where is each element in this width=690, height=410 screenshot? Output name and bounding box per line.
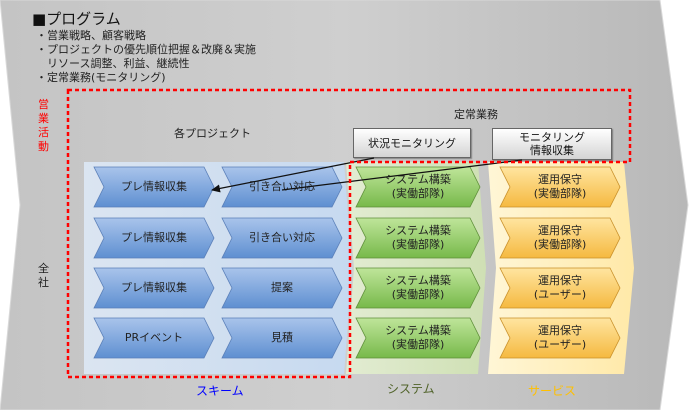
program-bullet-2: ・プロジェクトの優先順位把握＆改廃＆実施 [36, 43, 256, 56]
sales-activity-label: 営業活動 [38, 98, 49, 153]
scheme-col2-label-2: 引き合い対応 [249, 231, 315, 244]
scheme-col2-label-3: 提案 [271, 281, 293, 294]
scheme-col1-label-4: PRイベント [124, 331, 184, 344]
system-label-3: システム構築 (実働部隊) [385, 274, 451, 301]
status-monitoring-box: 状況モニタリング [353, 128, 471, 158]
service-label-3: 運用保守 (ユーザー) [533, 274, 587, 301]
system-label-2: システム構築 (実働部隊) [385, 224, 451, 251]
scheme-col2-chevron-4 [221, 317, 343, 359]
scheme-col2-chevron-3 [221, 267, 343, 309]
scheme-col2-chevron-1 [221, 166, 343, 208]
system-chevron-4 [355, 317, 481, 359]
scheme-col2-label-1: 引き合い対応 [249, 180, 315, 193]
scheme-col2-chevron-2 [221, 217, 343, 259]
projects-label: 各プロジェクト [174, 127, 251, 140]
scheme-col1-chevron-1 [93, 166, 215, 208]
monitoring-info-box: モニタリング 情報収集 [492, 128, 612, 160]
service-column-title: サービス [528, 384, 577, 398]
arrow-status-to-preinfo [211, 157, 375, 193]
scheme-col1-chevron-3 [93, 267, 215, 309]
system-column-title: システム [387, 382, 435, 396]
service-label-4: 運用保守 (ユーザー) [533, 324, 587, 351]
program-bullet-4: ・定常業務(モニタリング) [36, 71, 166, 84]
program-bullet-3: リソース調整、利益、継続性 [36, 57, 190, 70]
scheme-col1-chevron-4 [93, 317, 215, 359]
service-chevron-2 [499, 217, 621, 259]
service-label-1: 運用保守 (実働部隊) [533, 173, 587, 200]
scheme-col2-label-4: 見積 [271, 331, 293, 344]
program-title: ■プログラム [32, 10, 121, 28]
company-wide-label: 全社 [38, 262, 49, 289]
service-label-2: 運用保守 (実働部隊) [533, 224, 587, 251]
scheme-col1-chevron-2 [93, 217, 215, 259]
system-label-1: システム構築 (実働部隊) [385, 173, 451, 200]
scheme-column-title: スキーム [196, 384, 244, 398]
routine-work-label: 定常業務 [454, 108, 498, 121]
scheme-col1-label-1: プレ情報収集 [121, 180, 187, 193]
service-chevron-1 [499, 166, 621, 208]
system-chevron-3 [355, 267, 481, 309]
arrow-info-to-inquiry [281, 159, 523, 191]
system-label-4: システム構築 (実働部隊) [385, 324, 451, 351]
scheme-col1-label-3: プレ情報収集 [121, 281, 187, 294]
service-chevron-4 [499, 317, 621, 359]
red-dashed-outline [66, 88, 632, 379]
service-chevron-3 [499, 267, 621, 309]
system-chevron-2 [355, 217, 481, 259]
program-bullet-1: ・営業戦略、顧客戦略 [36, 29, 146, 42]
scheme-col1-label-2: プレ情報収集 [121, 231, 187, 244]
